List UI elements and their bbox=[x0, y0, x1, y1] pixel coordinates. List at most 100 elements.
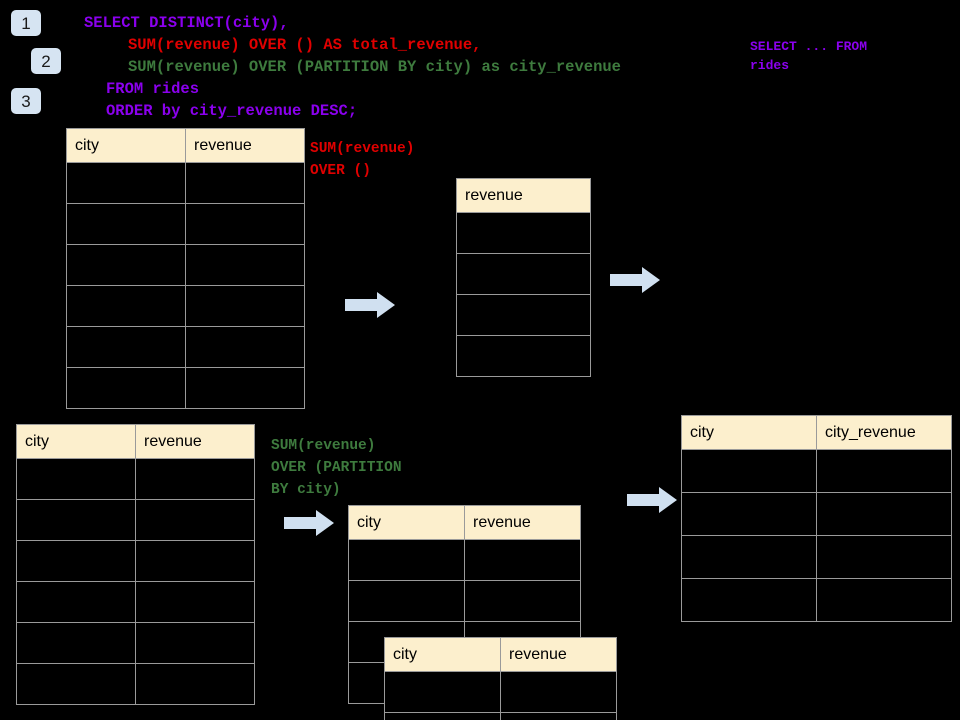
table-row bbox=[66, 326, 305, 368]
table-row bbox=[681, 578, 952, 622]
table-cell bbox=[816, 578, 952, 622]
table-row bbox=[456, 335, 591, 377]
sql-line-select: SELECT DISTINCT(city), bbox=[84, 14, 289, 32]
table-row bbox=[16, 581, 255, 623]
table-row bbox=[348, 580, 581, 622]
table-row bbox=[16, 458, 255, 500]
step-badge-1: 1 bbox=[11, 10, 41, 36]
table-cell bbox=[816, 535, 952, 579]
table-cell bbox=[500, 671, 617, 713]
table-cell bbox=[384, 671, 501, 713]
table-row bbox=[66, 162, 305, 204]
table-row bbox=[66, 367, 305, 409]
table-cell bbox=[681, 535, 817, 579]
step-badge-3: 3 bbox=[11, 88, 41, 114]
table-cell bbox=[500, 712, 617, 720]
table-partition-front: city revenue bbox=[384, 637, 617, 720]
table-row bbox=[456, 212, 591, 254]
arrow-source-to-total bbox=[345, 292, 395, 318]
table-row bbox=[16, 540, 255, 582]
table-source-bottom: city revenue bbox=[16, 424, 255, 705]
table-row bbox=[16, 663, 255, 705]
column-header-city: city bbox=[348, 505, 465, 540]
column-header-revenue: revenue bbox=[500, 637, 617, 672]
column-header-city: city bbox=[681, 415, 817, 450]
table-cell bbox=[185, 326, 305, 368]
column-header-revenue: revenue bbox=[135, 424, 255, 459]
table-body bbox=[66, 162, 305, 409]
arrow-source-to-partition bbox=[284, 510, 334, 536]
table-row bbox=[348, 539, 581, 581]
table-cell bbox=[16, 540, 136, 582]
table-cell bbox=[681, 449, 817, 493]
table-body bbox=[456, 212, 591, 377]
table-source-top: city revenue bbox=[66, 128, 305, 409]
table-cell bbox=[135, 540, 255, 582]
arrow-partition-to-result bbox=[627, 487, 677, 513]
table-row bbox=[16, 499, 255, 541]
table-cell bbox=[66, 244, 186, 286]
annotation-select-from: SELECT ... FROM rides bbox=[750, 39, 868, 73]
table-row bbox=[66, 203, 305, 245]
table-cell bbox=[681, 492, 817, 536]
table-cell bbox=[456, 212, 591, 254]
table-header-row: city revenue bbox=[384, 637, 617, 672]
table-cell bbox=[16, 622, 136, 664]
step-badge-2-label: 2 bbox=[41, 51, 51, 71]
table-cell bbox=[16, 499, 136, 541]
sql-line-city-revenue: SUM(revenue) OVER (PARTITION BY city) as… bbox=[128, 58, 621, 76]
arrow-total-to-result bbox=[610, 267, 660, 293]
table-cell bbox=[464, 580, 581, 622]
annotation-sum-over-partition: SUM(revenue) OVER (PARTITION BY city) bbox=[271, 438, 402, 498]
table-cell bbox=[816, 492, 952, 536]
table-cell bbox=[185, 203, 305, 245]
table-total-revenue: revenue bbox=[456, 178, 591, 377]
column-header-city-revenue: city_revenue bbox=[816, 415, 952, 450]
table-row bbox=[66, 244, 305, 286]
table-cell bbox=[16, 581, 136, 623]
table-cell bbox=[456, 294, 591, 336]
table-row bbox=[384, 671, 617, 713]
table-cell bbox=[456, 253, 591, 295]
sql-line-total-revenue: SUM(revenue) OVER () AS total_revenue, bbox=[128, 36, 482, 54]
table-cell bbox=[464, 539, 581, 581]
table-cell bbox=[16, 458, 136, 500]
column-header-city: city bbox=[66, 128, 186, 163]
table-cell bbox=[66, 162, 186, 204]
table-cell bbox=[135, 458, 255, 500]
table-row bbox=[384, 712, 617, 720]
table-header-row: city revenue bbox=[16, 424, 255, 459]
table-row bbox=[681, 449, 952, 493]
table-row bbox=[681, 492, 952, 536]
table-cell bbox=[66, 285, 186, 327]
table-body bbox=[16, 458, 255, 705]
table-cell bbox=[66, 326, 186, 368]
table-cell bbox=[135, 622, 255, 664]
annotation-sum-over-empty: SUM(revenue) OVER () bbox=[310, 141, 415, 179]
column-header-revenue: revenue bbox=[456, 178, 591, 213]
table-cell bbox=[384, 712, 501, 720]
column-header-city: city bbox=[16, 424, 136, 459]
table-cell bbox=[185, 367, 305, 409]
table-cell bbox=[816, 449, 952, 493]
column-header-city: city bbox=[384, 637, 501, 672]
step-badge-2: 2 bbox=[31, 48, 61, 74]
table-body bbox=[384, 671, 617, 720]
table-cell bbox=[66, 367, 186, 409]
table-cell bbox=[66, 203, 186, 245]
table-row bbox=[456, 294, 591, 336]
table-cell bbox=[135, 663, 255, 705]
table-header-row: city revenue bbox=[66, 128, 305, 163]
table-cell bbox=[185, 244, 305, 286]
step-badge-1-label: 1 bbox=[21, 13, 31, 33]
step-badge-3-label: 3 bbox=[21, 91, 31, 111]
table-header-row: city city_revenue bbox=[681, 415, 952, 450]
column-header-revenue: revenue bbox=[464, 505, 581, 540]
table-cell bbox=[16, 663, 136, 705]
table-header-row: revenue bbox=[456, 178, 591, 213]
table-cell bbox=[348, 539, 465, 581]
table-row bbox=[456, 253, 591, 295]
column-header-revenue: revenue bbox=[185, 128, 305, 163]
sql-line-order-by: ORDER by city_revenue DESC; bbox=[106, 102, 358, 120]
